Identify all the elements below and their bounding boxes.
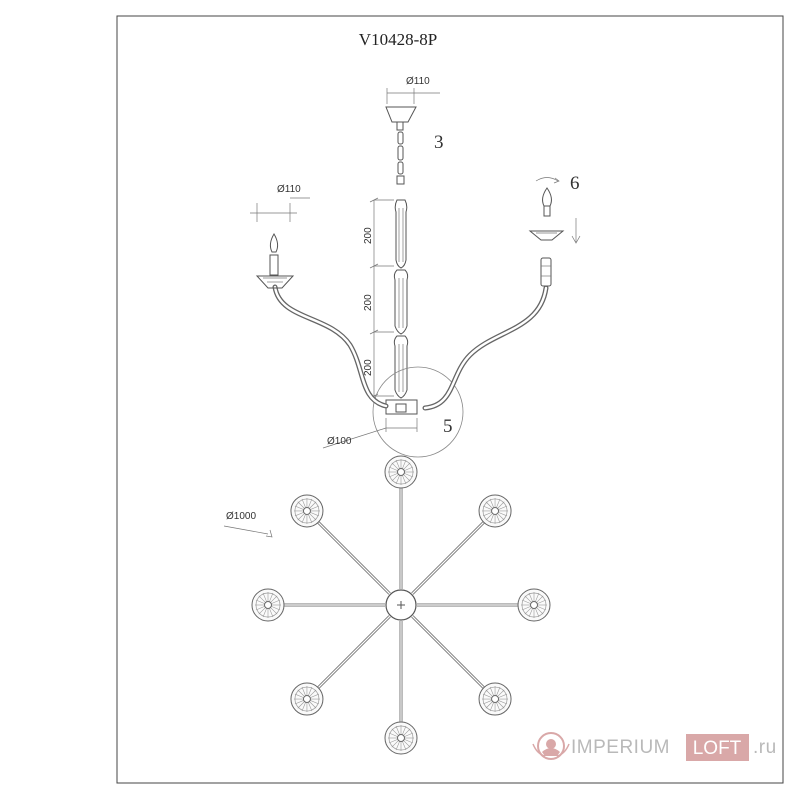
rod-2-length: 200 (363, 294, 374, 311)
top-view (251, 455, 551, 755)
rod-3-length: 200 (363, 359, 374, 376)
rod-1-length: 200 (363, 227, 374, 244)
watermark: IMPERIUM LOFT .ru (532, 732, 777, 761)
model-title: V10428-8P (359, 30, 437, 49)
callout-canopy: 3 (434, 132, 444, 153)
detail-circle (372, 366, 464, 458)
callout-detail: 5 (443, 416, 453, 437)
imperium-logo-icon (532, 732, 570, 760)
right-arm (422, 177, 581, 411)
overall-diameter-label: Ø1000 (226, 511, 256, 522)
base-diameter-label: Ø100 (327, 436, 352, 447)
canopy-diameter-label: Ø110 (406, 76, 430, 87)
central-column (385, 199, 418, 415)
watermark-suffix: .ru (753, 737, 777, 758)
callout-bulb: 6 (570, 173, 580, 194)
watermark-brand: IMPERIUM (571, 737, 670, 758)
drawing-border (116, 15, 784, 784)
canopy: Ø110 (385, 76, 440, 185)
left-arm (250, 197, 389, 409)
watermark-box-text: LOFT (693, 738, 742, 759)
candle-cup-diameter-label: Ø110 (277, 184, 301, 195)
base-dimension (322, 418, 418, 449)
watermark-box (686, 734, 749, 761)
